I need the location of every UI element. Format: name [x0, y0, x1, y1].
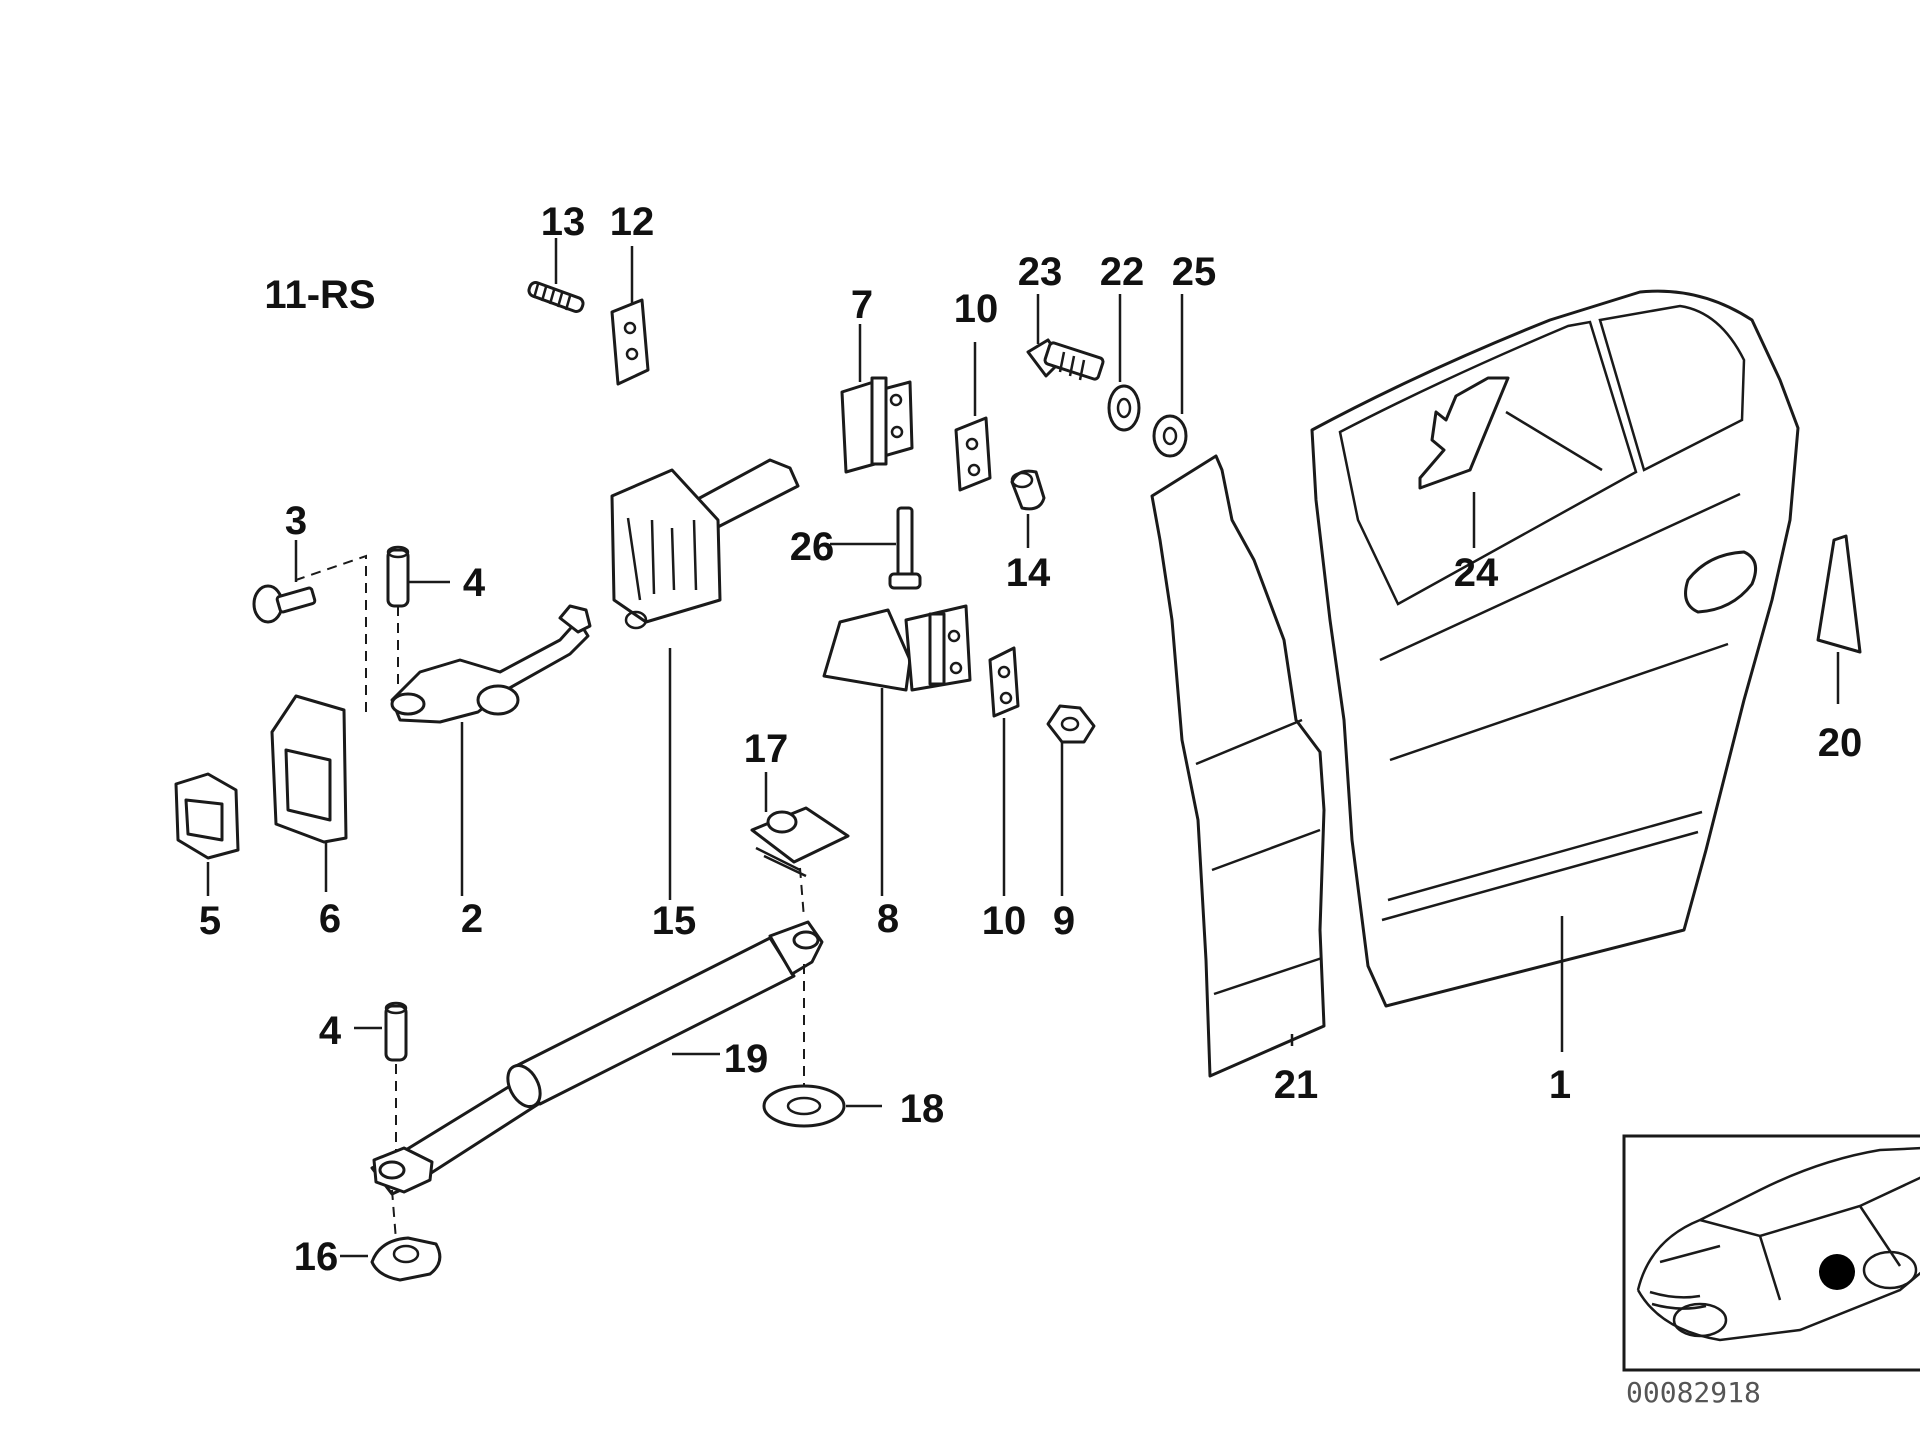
part-21-seal-strip: [1150, 454, 1326, 1078]
label-6: 6: [319, 897, 341, 941]
part-10-plate-lower: [988, 646, 1020, 718]
label-26: 26: [790, 525, 835, 569]
part-20-edge-guard: [1816, 534, 1862, 654]
part-17-clip-nut: [750, 806, 850, 878]
label-5: 5: [199, 899, 221, 943]
part-12-plate: [610, 298, 650, 386]
part-8-hinge: [822, 604, 972, 692]
car-icon: [1636, 1146, 1920, 1342]
label-23: 23: [1018, 250, 1063, 294]
part-25-washer: [1152, 414, 1188, 458]
part-13-stud: [527, 281, 585, 313]
part-22-washer: [1107, 384, 1141, 432]
label-12: 12: [610, 200, 655, 244]
label-17: 17: [744, 727, 789, 771]
part-6-frame: [270, 694, 348, 844]
callout-labels: 13 12 11-RS 7 10 23 22 25 3 4 14 26 24 2…: [199, 200, 1862, 1409]
label-11-rs: 11-RS: [264, 273, 375, 317]
label-15: 15: [652, 899, 697, 943]
part-4-pin-upper: [386, 545, 410, 608]
label-21: 21: [1274, 1063, 1319, 1107]
part-10-plate-upper: [954, 416, 992, 492]
part-4-pin-lower: [384, 1001, 408, 1062]
part-2-check-arm: [390, 604, 592, 724]
leader-lines: [206, 238, 1840, 1258]
part-15-door-check: [610, 458, 800, 630]
label-16: 16: [294, 1235, 339, 1279]
part-7-hinge: [840, 376, 914, 474]
label-1: 1: [1549, 1063, 1571, 1107]
label-8: 8: [877, 897, 899, 941]
label-10-upper: 10: [954, 287, 999, 331]
label-2: 2: [461, 897, 483, 941]
label-4-upper: 4: [463, 561, 486, 605]
part-3-screw: [252, 584, 317, 624]
part-18-washer: [762, 1084, 846, 1128]
part-23-bolt: [1026, 338, 1105, 381]
location-marker: [1819, 1254, 1855, 1290]
part-16-retainer: [370, 1236, 442, 1282]
label-10-lower: 10: [982, 899, 1027, 943]
part-24-bracket: [1418, 376, 1603, 490]
part-9-nut: [1046, 704, 1096, 744]
part-26-bolt: [888, 506, 922, 590]
diagram-code: 00082918: [1626, 1376, 1761, 1409]
part-14-bush: [1010, 469, 1046, 511]
label-25: 25: [1172, 250, 1217, 294]
label-14: 14: [1006, 551, 1051, 595]
label-20: 20: [1818, 721, 1863, 765]
label-13: 13: [541, 200, 586, 244]
part-19-gas-strut: [370, 920, 824, 1196]
label-4-lower: 4: [319, 1009, 342, 1053]
label-7: 7: [851, 283, 873, 327]
label-24: 24: [1454, 551, 1499, 595]
label-19: 19: [724, 1037, 769, 1081]
label-3: 3: [285, 499, 307, 543]
part-1-rear-door: [1310, 289, 1800, 1008]
inset-frame: [1622, 1134, 1920, 1372]
label-9: 9: [1053, 899, 1075, 943]
label-18: 18: [900, 1087, 945, 1131]
label-22: 22: [1100, 250, 1145, 294]
part-5-bracket: [174, 772, 240, 860]
inset-view: [1622, 1134, 1920, 1372]
